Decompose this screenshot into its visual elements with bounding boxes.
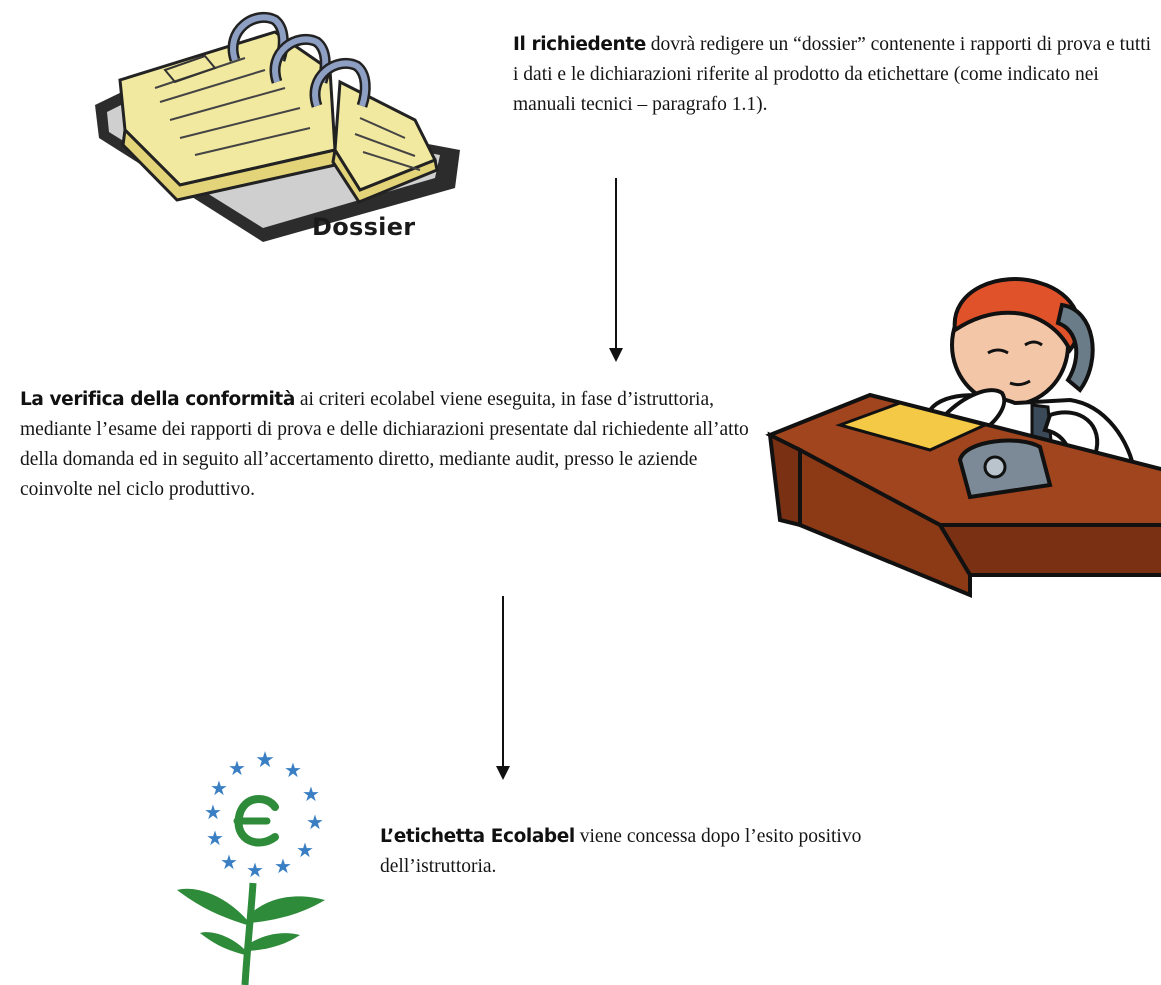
svg-text:★: ★ xyxy=(296,838,314,862)
step1-lead: Il richiedente xyxy=(513,34,646,55)
arrow-head xyxy=(496,766,510,780)
svg-text:★: ★ xyxy=(246,858,264,882)
binder-icon xyxy=(95,11,460,242)
svg-text:★: ★ xyxy=(284,758,302,782)
arrow-shaft xyxy=(615,178,617,350)
svg-text:★: ★ xyxy=(274,854,292,878)
step2-paragraph: La verifica della conformità ai criteri … xyxy=(20,385,760,505)
step2-lead: La verifica della conformità xyxy=(20,389,295,410)
step1-text: dovrà redigere un “dossier” contenente i… xyxy=(513,34,1152,115)
svg-text:★: ★ xyxy=(210,776,228,800)
svg-text:★: ★ xyxy=(228,756,246,780)
arrow-head xyxy=(609,348,623,362)
svg-text:★: ★ xyxy=(306,810,324,834)
svg-text:★: ★ xyxy=(206,826,224,850)
svg-text:★: ★ xyxy=(220,850,238,874)
svg-text:★: ★ xyxy=(204,800,222,824)
eu-ecolabel-flower-icon: ★ ★ ★ ★ ★ ★ ★ ★ ★ ★ ★ ★ xyxy=(177,748,325,985)
arrow-shaft xyxy=(502,596,504,768)
svg-text:★: ★ xyxy=(302,782,320,806)
office-worker-on-phone-icon xyxy=(765,277,1161,598)
dossier-label: Dossier xyxy=(312,213,416,241)
step3-lead: L’etichetta Ecolabel xyxy=(380,826,575,847)
step3-text: viene concessa dopo l’esito positivo del… xyxy=(380,826,862,877)
star-ring: ★ ★ ★ ★ ★ ★ ★ ★ ★ ★ ★ ★ xyxy=(204,748,324,882)
step3-paragraph: L’etichetta Ecolabel viene concessa dopo… xyxy=(380,822,940,882)
step2-text: ai criteri ecolabel viene eseguita, in f… xyxy=(20,389,749,500)
svg-text:★: ★ xyxy=(255,748,275,773)
step1-paragraph: Il richiedente dovrà redigere un “dossie… xyxy=(513,30,1153,120)
